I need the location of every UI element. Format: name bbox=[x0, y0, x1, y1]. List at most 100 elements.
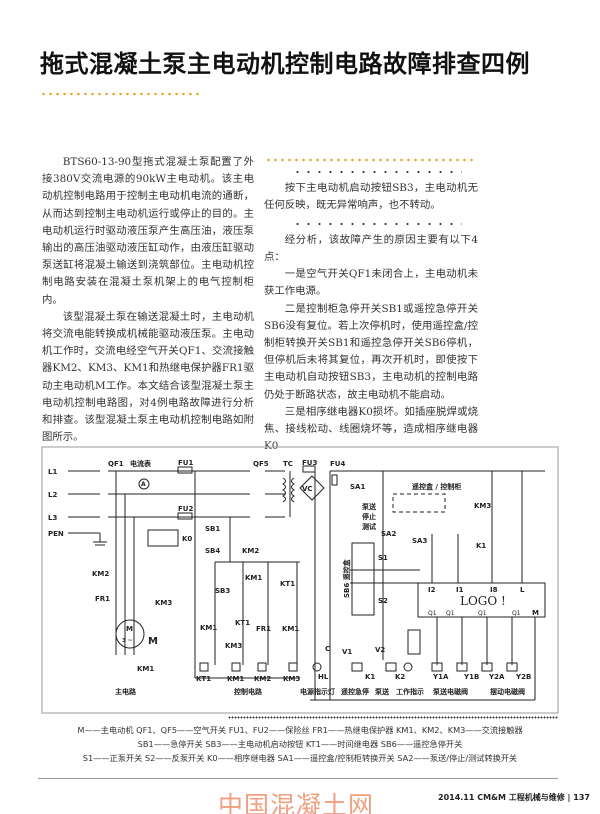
label-sb6: SB6 遥控盒 bbox=[342, 558, 351, 598]
coils bbox=[199, 662, 518, 672]
label-motor: M bbox=[148, 636, 158, 647]
coil-label: KM1 bbox=[227, 675, 244, 683]
cause-1: 一是空气开关QF1未闭合上，主电动机未获工作电源。 bbox=[264, 268, 478, 298]
circuit-element bbox=[288, 662, 298, 672]
ammeter-symbol bbox=[138, 478, 150, 490]
label-km1-ctrl2: KM1 bbox=[200, 624, 217, 632]
label-km3-right: KM3 bbox=[474, 502, 491, 510]
label-sa3: SA3 bbox=[412, 537, 427, 545]
fault-heading-placeholder bbox=[264, 163, 478, 180]
section-label: 泵送 bbox=[374, 687, 390, 696]
coil-label: Y2A bbox=[488, 673, 505, 681]
transformer-tc bbox=[282, 477, 295, 503]
motor-glyph: M bbox=[126, 625, 133, 633]
circuit-element bbox=[351, 662, 363, 672]
circuit-element bbox=[392, 493, 446, 513]
label-s1: S1 bbox=[378, 554, 388, 562]
analysis-paragraph: 经分析，该故障产生的原因主要有以下4点： bbox=[264, 233, 478, 263]
label-km2-main: KM2 bbox=[92, 570, 109, 578]
label-pen: PEN bbox=[48, 530, 64, 538]
cause-3: 三是相序继电器K0损坏。如插座脱焊或烧焦、接线松动、线圈烧坏等，造成相序继电器K… bbox=[264, 405, 478, 453]
label-v1: V1 bbox=[342, 648, 352, 656]
coil-label: K1 bbox=[365, 673, 375, 681]
label-sb4: SB4 bbox=[205, 547, 220, 555]
logo-input: I2 bbox=[428, 586, 436, 594]
circuit-element bbox=[231, 662, 241, 672]
logo-output: Q1 bbox=[512, 610, 521, 617]
section-label: 主电路 bbox=[115, 687, 137, 696]
label-km1-ctrl3: KM1 bbox=[282, 625, 299, 633]
label-fu1: FU1 bbox=[178, 459, 193, 467]
coil-label: KT1 bbox=[196, 675, 211, 683]
rectifier-vc bbox=[299, 475, 325, 501]
label-km3-ctrl: KM3 bbox=[225, 642, 242, 650]
cause-2: 二是控制柜急停开关SB1或遥控急停开关SB6没有复位。若上次停机时，使用遥控盒/… bbox=[264, 302, 478, 401]
label-sb3: SB3 bbox=[215, 587, 230, 595]
label-sa2-pump: 泵送 bbox=[361, 502, 377, 511]
legend-line: M——主电动机 QF1、QF5——空气开关 FU1、FU2——保险丝 FR1——… bbox=[77, 725, 523, 735]
logo-plc-name: LOGO ! bbox=[460, 594, 506, 608]
label-l3: L3 bbox=[48, 514, 57, 522]
coil-label: HL bbox=[318, 673, 329, 681]
label-k1-right: K1 bbox=[476, 542, 486, 550]
circuit-element bbox=[257, 662, 267, 672]
label-sa1-desc: 遥控盒 / 控制柜 bbox=[412, 482, 461, 491]
logo-output: Q1 bbox=[428, 610, 437, 617]
label-fu3: FU3 bbox=[302, 459, 317, 467]
label-km1-ctrl: KM1 bbox=[245, 574, 262, 582]
section-label: 摆动电磁阀 bbox=[490, 687, 525, 696]
right-column: 按下主电动机启动按钮SB3，主电动机无任何反映，既无异常响声，也不转动。 经分析… bbox=[264, 163, 478, 455]
logo-output: Q1 bbox=[446, 610, 455, 617]
motor-phase: 3 ~ bbox=[122, 638, 133, 644]
coil-label: Y2B bbox=[515, 673, 531, 681]
watermark: 中国混凝土网 bbox=[218, 791, 375, 814]
diagram-frame bbox=[41, 446, 559, 714]
section-label: 工作指示 bbox=[396, 687, 424, 696]
label-vc: VC bbox=[302, 485, 313, 493]
circuit-element bbox=[177, 512, 193, 520]
circuit-element bbox=[385, 662, 397, 672]
paragraph: 该型混凝土泵在输送混凝土时，主电动机将交流电能转换成机械能驱动液压泵。主电动机工… bbox=[42, 310, 254, 444]
legend-line: SB1——急停开关 SB3——主电动机启动按钮 KT1——时间继电器 SB6——… bbox=[137, 739, 463, 749]
label-km3-main: KM3 bbox=[155, 599, 172, 607]
legend-dot-divider bbox=[228, 716, 558, 719]
analysis-heading-placeholder bbox=[264, 215, 478, 232]
label-sb1: SB1 bbox=[205, 525, 220, 533]
motor-symbol bbox=[115, 619, 145, 649]
article-title: 拖式混凝土泵主电动机控制电路故障排查四例 bbox=[40, 50, 530, 78]
left-column: BTS60-13-90型拖式混凝土泵配置了外接380V交流电源的90kW主电动机… bbox=[42, 154, 254, 446]
label-fu4: FU4 bbox=[330, 460, 345, 468]
circuit-element bbox=[177, 466, 193, 474]
circuit-element bbox=[403, 662, 413, 672]
circuit-element bbox=[199, 662, 209, 672]
circuit-element bbox=[331, 474, 338, 486]
label-l1: L1 bbox=[48, 468, 57, 476]
label-sa2: SA2 bbox=[381, 530, 396, 538]
coil-label: Y1B bbox=[463, 673, 479, 681]
section-label: 电源指示灯 bbox=[300, 687, 335, 696]
coil-label: KM3 bbox=[283, 675, 300, 683]
label-s2: S2 bbox=[378, 597, 388, 605]
label-k0: K0 bbox=[182, 535, 192, 543]
label-sa1: SA1 bbox=[350, 483, 365, 491]
logo-input: I8 bbox=[490, 586, 498, 594]
circuit-element bbox=[312, 662, 322, 672]
symptom-paragraph: 按下主电动机启动按钮SB3，主电动机无任何反映，既无异常响声，也不转动。 bbox=[264, 182, 478, 212]
footer-rule bbox=[38, 778, 558, 779]
logo-plc-box bbox=[417, 582, 546, 618]
label-sa2-stop: 停止 bbox=[362, 512, 376, 521]
wires bbox=[68, 465, 546, 701]
circuit-element bbox=[351, 542, 375, 616]
label-kt1-ctrl: KT1 bbox=[280, 580, 295, 588]
coil-label: KM2 bbox=[254, 675, 271, 683]
label-l2: L2 bbox=[48, 491, 57, 499]
logo-input: L bbox=[520, 586, 525, 594]
circuit-element bbox=[407, 629, 421, 655]
page-footer: 2014.11 CM&M 工程机械与维修 | 137 bbox=[438, 793, 590, 802]
label-km2-ctrl: KM2 bbox=[242, 547, 259, 555]
label-c: C bbox=[325, 645, 330, 653]
diagram-labels: L1 L2 L3 PEN QF1 电流表 A FU1 FU2 QF5 TC FU… bbox=[48, 459, 539, 696]
label-qf1: QF1 bbox=[108, 460, 124, 468]
